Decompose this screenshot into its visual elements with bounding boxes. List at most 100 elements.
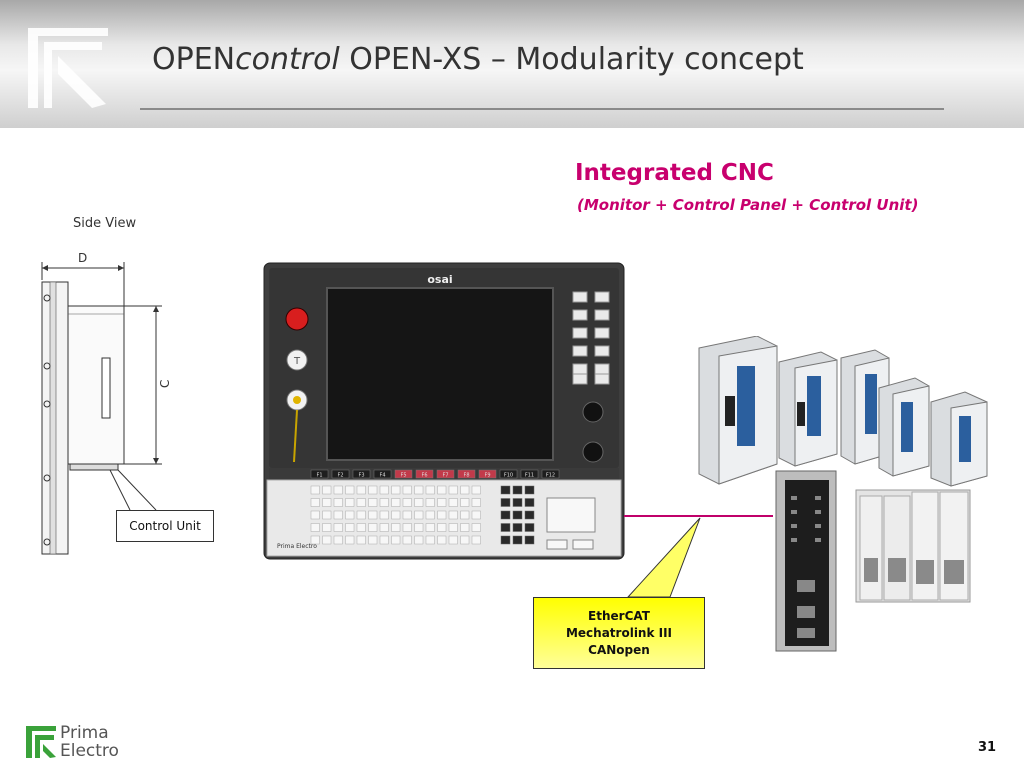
keyboard-key	[437, 535, 447, 545]
keyboard-key	[437, 510, 447, 520]
keyboard-key	[379, 485, 389, 495]
keyboard-key	[512, 523, 523, 532]
servo-drive-4	[878, 377, 930, 477]
function-key	[331, 469, 350, 479]
feed-override-knob-icon	[582, 401, 604, 423]
keyboard-key	[322, 485, 332, 495]
keyboard-key	[391, 523, 401, 532]
keyboard-key	[402, 498, 412, 507]
control-unit-image	[775, 470, 837, 652]
integrated-cnc-title: Integrated CNC	[575, 160, 774, 186]
page-title: OPENcontrol OPEN-XS – Modularity concept	[152, 42, 804, 77]
keyboard-key	[414, 485, 424, 495]
function-key-label: F12	[546, 473, 555, 479]
servo-drive-1	[698, 336, 778, 485]
function-key-label: F10	[504, 473, 513, 479]
bus-line-mechatrolink: Mechatrolink III	[565, 626, 673, 640]
keyboard-key	[333, 498, 343, 507]
keyboard-key	[437, 485, 447, 495]
keyboard-key	[425, 485, 435, 495]
keyboard-key	[500, 485, 511, 495]
keyboard-key	[500, 498, 511, 507]
header-band	[0, 0, 1024, 128]
keyboard-key	[379, 535, 389, 545]
function-key	[436, 469, 455, 479]
page-number: 31	[978, 740, 997, 755]
servo-drives-image	[698, 336, 988, 487]
panel-footer-logo: Prima Electro	[277, 543, 317, 550]
keyboard-key	[460, 510, 470, 520]
keyboard-key	[471, 485, 481, 495]
footer-brand: Prima Electro	[60, 723, 119, 761]
touchpad-right-button	[572, 539, 594, 550]
function-key	[457, 469, 476, 479]
spindle-override-knob-icon	[582, 441, 604, 463]
keyboard-key	[414, 535, 424, 545]
keyboard-key	[425, 523, 435, 532]
servo-drive-3	[840, 349, 890, 465]
function-key-label: F1	[316, 473, 322, 479]
keyboard-key	[368, 498, 378, 507]
function-key	[499, 469, 518, 479]
keyboard-key	[425, 510, 435, 520]
keyboard-key	[402, 535, 412, 545]
side-view-drawing: D C	[41, 251, 172, 555]
function-key	[310, 469, 329, 479]
keyboard-key	[379, 510, 389, 520]
keyboard-key	[379, 498, 389, 507]
keyboard-key	[437, 498, 447, 507]
keyboard-key	[345, 485, 355, 495]
keyboard-key	[310, 535, 320, 545]
keyboard-key	[322, 498, 332, 507]
keyboard-key	[414, 498, 424, 507]
touchpad	[546, 497, 596, 533]
keyboard-key	[402, 485, 412, 495]
keyboard-key	[356, 498, 366, 507]
keyboard-key	[310, 498, 320, 507]
keyboard-key	[310, 485, 320, 495]
keyboard-key	[500, 510, 511, 520]
drive-rack-image	[855, 489, 971, 603]
keyboard-key	[460, 498, 470, 507]
keyboard-key	[524, 485, 535, 495]
keyboard-key	[448, 523, 458, 532]
keyboard-key	[512, 485, 523, 495]
function-key	[394, 469, 413, 479]
side-view-label: Side View	[73, 216, 137, 231]
push-button-icon	[286, 349, 308, 371]
keyboard-key	[460, 485, 470, 495]
function-key-label: F4	[379, 473, 385, 479]
keyboard-key	[356, 485, 366, 495]
keyboard-key	[368, 510, 378, 520]
function-key-label: F2	[337, 473, 343, 479]
bus-line-ethercat: EtherCAT	[588, 609, 650, 623]
keyboard-key	[512, 498, 523, 507]
control-unit-label: Control Unit	[116, 510, 214, 542]
function-key-label: F5	[400, 473, 406, 479]
keyboard	[310, 485, 535, 545]
function-key-label: F8	[463, 473, 469, 479]
keyboard-key	[471, 510, 481, 520]
function-key	[478, 469, 497, 479]
keyboard-key	[379, 523, 389, 532]
dimension-c-label: C	[158, 380, 172, 388]
keyboard-key	[524, 510, 535, 520]
function-key	[520, 469, 539, 479]
function-key-label: F7	[442, 473, 448, 479]
keyboard-key	[310, 510, 320, 520]
keyboard-key	[512, 510, 523, 520]
keyboard-key	[310, 523, 320, 532]
keyboard-key	[425, 498, 435, 507]
keyboard-key	[322, 535, 332, 545]
servo-drive-2	[778, 351, 838, 467]
keyboard-key	[356, 523, 366, 532]
keyboard-key	[333, 485, 343, 495]
push-button-glyph: T	[293, 356, 301, 367]
bus-line-canopen: CANopen	[588, 643, 650, 657]
keyboard-key	[345, 498, 355, 507]
keyboard-key	[368, 523, 378, 532]
function-key-label: F3	[358, 473, 364, 479]
keyboard-key	[322, 510, 332, 520]
keyboard-key	[524, 535, 535, 545]
